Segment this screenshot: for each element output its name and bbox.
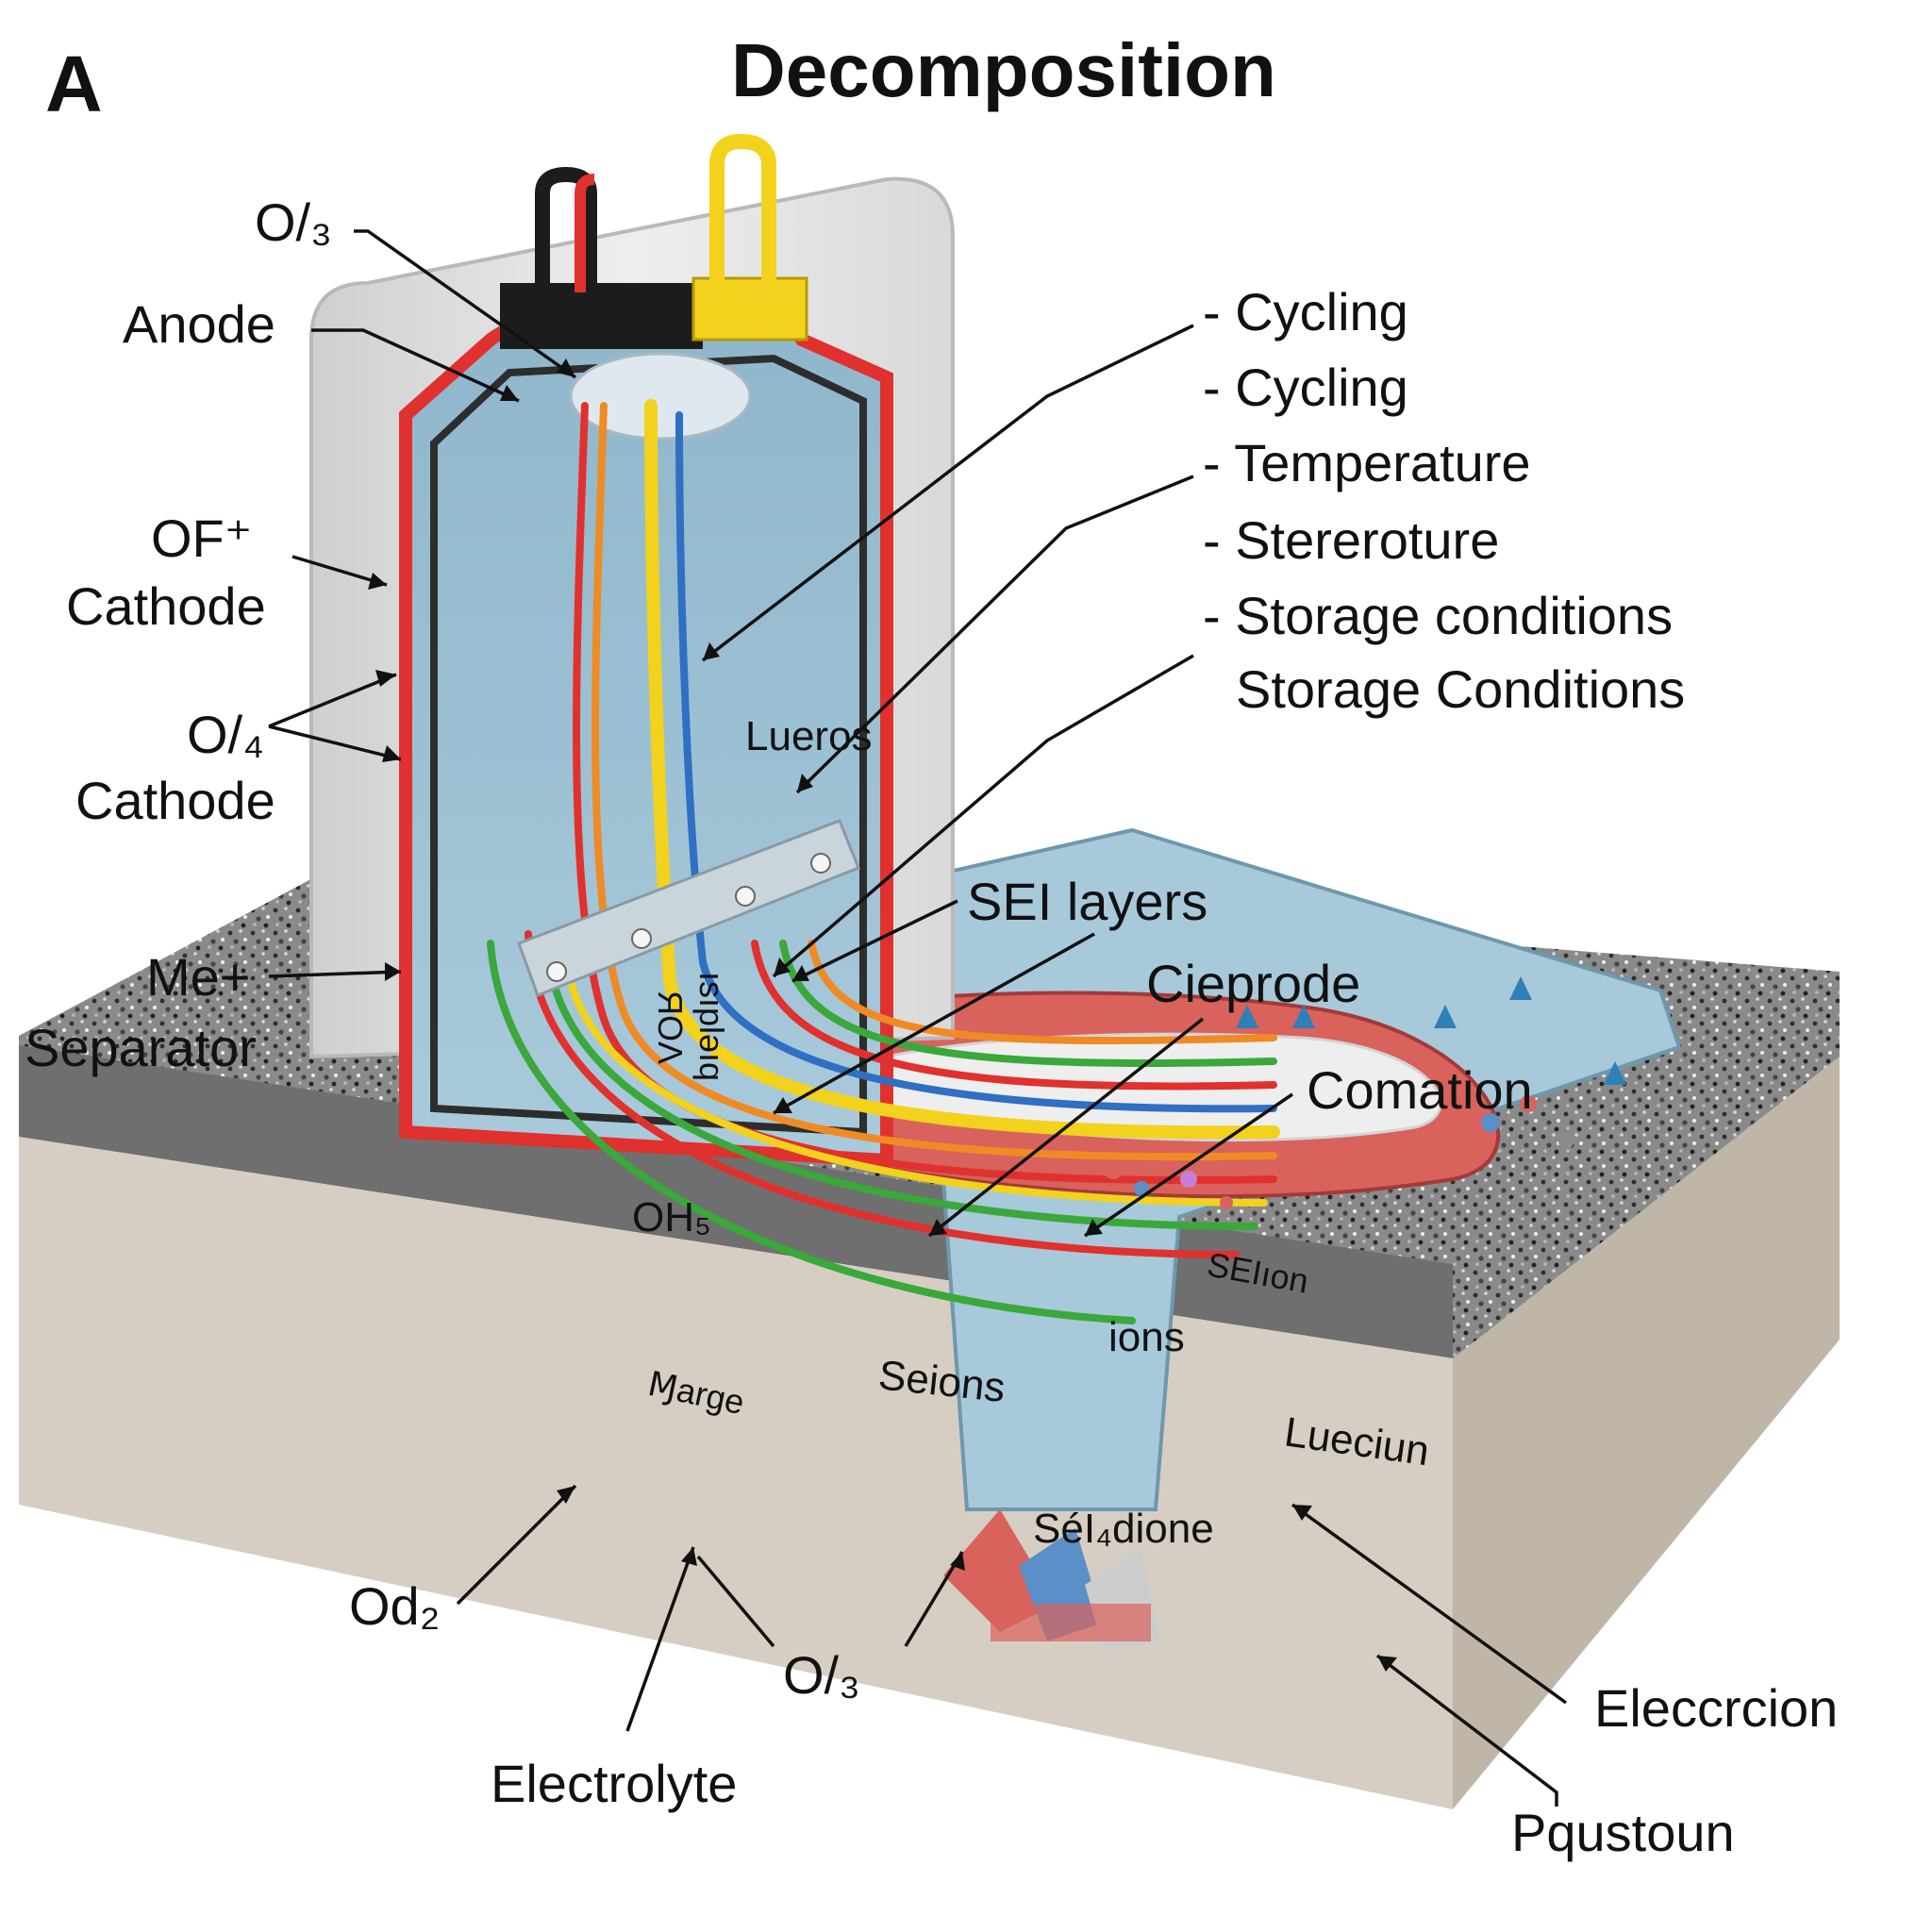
label-anode: Anode bbox=[123, 294, 275, 354]
leader-comation bbox=[1084, 1092, 1293, 1238]
leader-cycling bbox=[701, 324, 1194, 662]
factor-item: - Stereroture bbox=[1203, 510, 1499, 570]
leader-cieprode-a bbox=[773, 932, 1095, 1115]
leader-pqustoun bbox=[1375, 1654, 1558, 1807]
label-separator: Separator bbox=[25, 1018, 257, 1077]
label-o4: O/₄ bbox=[187, 705, 264, 764]
terminals bbox=[500, 133, 808, 441]
panel-letter: A bbox=[45, 40, 103, 128]
leader-o4-a bbox=[268, 673, 397, 728]
label-od2: Od₂ bbox=[349, 1576, 440, 1636]
figure-title: Decomposition bbox=[731, 28, 1276, 112]
leader-o3-bottom-b bbox=[904, 1551, 964, 1647]
leader-me-separator bbox=[268, 970, 402, 978]
leader-eleccrcion bbox=[1291, 1503, 1568, 1705]
factor-item: - Storage conditions bbox=[1203, 586, 1673, 645]
leader-sei-layers bbox=[791, 899, 958, 983]
leader-storage bbox=[772, 654, 1194, 978]
inner-label-mirrored-1: ЯОΛ bbox=[651, 991, 690, 1064]
label-eleccrcion: Eleccrcion bbox=[1594, 1678, 1838, 1738]
leader-o4-b bbox=[268, 724, 402, 761]
label-o3-top: O/₃ bbox=[255, 192, 332, 252]
factor-item: - Cycling bbox=[1203, 358, 1408, 417]
label-electrolyte: Electrolyte bbox=[491, 1754, 737, 1813]
internal-wires bbox=[487, 399, 1280, 1324]
inner-label-ions: ions bbox=[1108, 1314, 1185, 1360]
leader-anode bbox=[311, 328, 520, 403]
label-of-plus: OF⁺ bbox=[151, 508, 252, 568]
label-pqustoun: Pqustoun bbox=[1511, 1803, 1735, 1862]
leader-od2 bbox=[456, 1484, 577, 1606]
factor-item: - Cycling bbox=[1203, 282, 1408, 341]
collector-bar bbox=[517, 819, 860, 997]
label-comation: Comation bbox=[1307, 1060, 1533, 1120]
label-sei-layers: SEI layers bbox=[967, 872, 1208, 931]
inner-label-oh5: OH₅ bbox=[632, 1194, 711, 1241]
label-o3-bottom: O/₃ bbox=[783, 1645, 860, 1705]
leader-lines bbox=[268, 229, 1568, 1807]
inner-label-lueros: Lueros bbox=[745, 713, 873, 759]
inner-label-mirrored-2: ısıpləıq bbox=[692, 972, 731, 1081]
label-cathode-1: Cathode bbox=[66, 576, 266, 636]
label-me-plus: Me+ bbox=[146, 947, 251, 1007]
label-cieprode: Cieprode bbox=[1146, 954, 1360, 1013]
leader-electrolyte bbox=[625, 1546, 695, 1732]
inner-label-sei-dione: SéI₄dione bbox=[1033, 1506, 1214, 1552]
leader-o3-bottom bbox=[696, 1555, 775, 1648]
factor-item: Storage Conditions bbox=[1236, 659, 1685, 719]
debris bbox=[943, 976, 1626, 1651]
factor-list: - Cycling - Cycling - Temperature - Ster… bbox=[1203, 282, 1685, 719]
leader-o3-top bbox=[354, 229, 577, 379]
leader-temperature bbox=[795, 475, 1194, 794]
leader-cieprode-b bbox=[927, 1017, 1205, 1238]
label-cathode-2: Cathode bbox=[75, 771, 275, 830]
arrow-heads bbox=[368, 358, 1397, 1672]
factor-item: - Temperature bbox=[1203, 433, 1531, 492]
